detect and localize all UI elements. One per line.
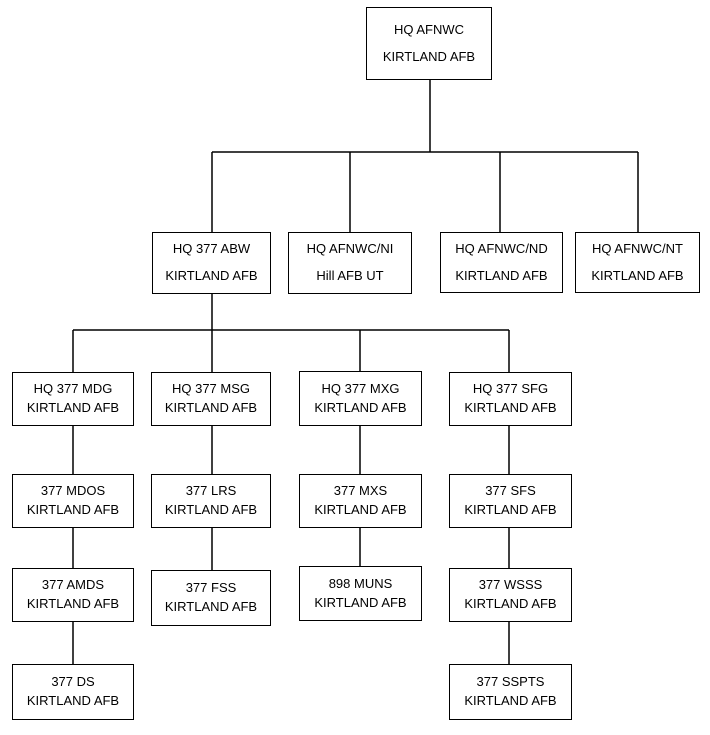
- node-location: KIRTLAND AFB: [464, 693, 557, 708]
- node-location: KIRTLAND AFB: [314, 399, 407, 415]
- node-898-muns: 898 MUNS KIRTLAND AFB: [299, 566, 422, 621]
- node-377-sfs: 377 SFS KIRTLAND AFB: [449, 474, 572, 528]
- node-location: KIRTLAND AFB: [26, 400, 120, 415]
- node-title: 377 WSSS: [478, 577, 543, 593]
- node-377-lrs: 377 LRS KIRTLAND AFB: [151, 474, 271, 528]
- node-location: Hill AFB UT: [316, 268, 384, 283]
- node-location: KIRTLAND AFB: [26, 693, 120, 708]
- node-title: 377 DS: [51, 674, 95, 690]
- node-location: KIRTLAND AFB: [591, 267, 684, 283]
- node-title: HQ 377 MSG: [171, 381, 251, 397]
- node-title: HQ 377 ABW: [172, 241, 251, 257]
- node-hq-377-sfg: HQ 377 SFG KIRTLAND AFB: [449, 372, 572, 426]
- node-title: HQ AFNWC/NT: [592, 240, 683, 256]
- node-title: HQ 377 SFG: [472, 381, 549, 397]
- node-title: HQ 377 MXG: [321, 380, 400, 396]
- node-location: KIRTLAND AFB: [382, 48, 476, 64]
- node-location: KIRTLAND AFB: [164, 400, 258, 415]
- node-title: HQ AFNWC/NI: [306, 241, 394, 257]
- node-location: KIRTLAND AFB: [164, 599, 258, 614]
- node-location: KIRTLAND AFB: [464, 502, 557, 517]
- node-377-mdos: 377 MDOS KIRTLAND AFB: [12, 474, 134, 528]
- node-hq-afnwc-nt: HQ AFNWC/NT KIRTLAND AFB: [575, 232, 700, 293]
- node-377-sspts: 377 SSPTS KIRTLAND AFB: [449, 664, 572, 720]
- node-hq-377-mxg: HQ 377 MXG KIRTLAND AFB: [299, 371, 422, 426]
- node-title: 377 LRS: [185, 483, 237, 499]
- node-hq-377-mdg: HQ 377 MDG KIRTLAND AFB: [12, 372, 134, 426]
- node-377-ds: 377 DS KIRTLAND AFB: [12, 664, 134, 720]
- node-location: KIRTLAND AFB: [314, 594, 407, 610]
- node-377-fss: 377 FSS KIRTLAND AFB: [151, 570, 271, 626]
- node-377-amds: 377 AMDS KIRTLAND AFB: [12, 568, 134, 622]
- node-location: KIRTLAND AFB: [26, 502, 120, 517]
- node-title: 377 FSS: [185, 580, 237, 596]
- node-hq-afnwc-ni: HQ AFNWC/NI Hill AFB UT: [288, 232, 412, 294]
- node-location: KIRTLAND AFB: [314, 502, 407, 517]
- node-title: HQ AFNWC: [393, 21, 465, 37]
- node-title: HQ 377 MDG: [33, 381, 113, 397]
- node-hq-377-abw: HQ 377 ABW KIRTLAND AFB: [152, 232, 271, 294]
- node-title: 377 AMDS: [41, 577, 105, 593]
- node-location: KIRTLAND AFB: [464, 596, 557, 611]
- node-location: KIRTLAND AFB: [165, 268, 258, 283]
- node-location: KIRTLAND AFB: [464, 400, 557, 415]
- node-title: 898 MUNS: [328, 575, 393, 591]
- node-location: KIRTLAND AFB: [26, 596, 120, 611]
- node-title: 377 MDOS: [40, 483, 106, 499]
- node-location: KIRTLAND AFB: [455, 267, 548, 283]
- node-title: 377 SFS: [485, 483, 536, 499]
- node-title: 377 SSPTS: [476, 674, 545, 690]
- node-title: HQ AFNWC/ND: [455, 240, 548, 256]
- node-hq-afnwc-nd: HQ AFNWC/ND KIRTLAND AFB: [440, 232, 563, 293]
- node-377-wsss: 377 WSSS KIRTLAND AFB: [449, 568, 572, 622]
- node-hq-afnwc: HQ AFNWC KIRTLAND AFB: [366, 7, 492, 80]
- node-location: KIRTLAND AFB: [164, 502, 258, 517]
- node-377-mxs: 377 MXS KIRTLAND AFB: [299, 474, 422, 528]
- node-title: 377 MXS: [333, 483, 388, 499]
- node-hq-377-msg: HQ 377 MSG KIRTLAND AFB: [151, 372, 271, 426]
